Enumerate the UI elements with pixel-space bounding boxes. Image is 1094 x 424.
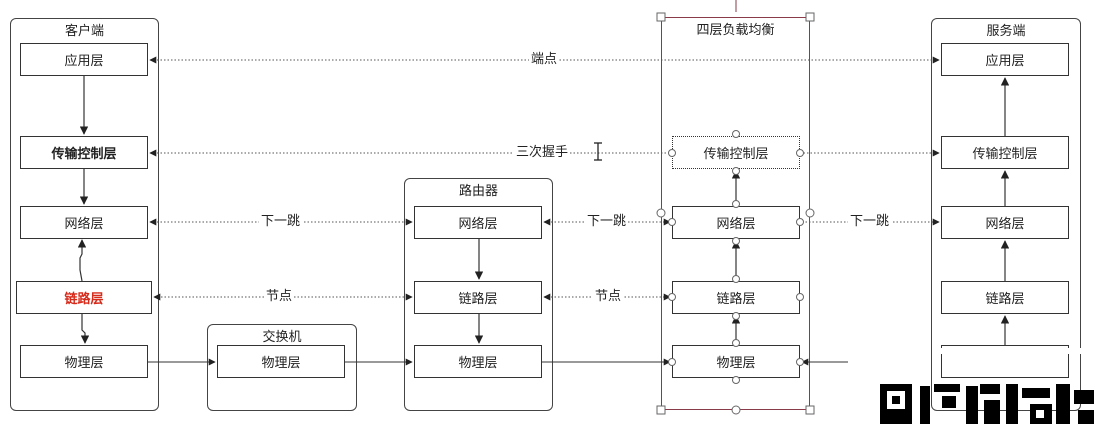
lb-title: 四层负载均衡 bbox=[696, 23, 775, 38]
server-transport-layer[interactable]: 传输控制层 bbox=[941, 136, 1069, 169]
canvas-clip bbox=[933, 348, 1081, 354]
client-transport-layer[interactable]: 传输控制层 bbox=[20, 136, 148, 169]
client-link-network bbox=[77, 239, 87, 282]
node-label-2: 节点 bbox=[593, 289, 624, 305]
connection-points bbox=[668, 130, 804, 384]
lb-link-layer[interactable]: 链路层 bbox=[672, 281, 800, 314]
client-title: 客户端 bbox=[64, 24, 104, 39]
handshake-label: 三次握手 bbox=[514, 145, 571, 161]
client-network-layer[interactable]: 网络层 bbox=[20, 206, 148, 239]
client-link-layer[interactable]: 链路层 bbox=[16, 281, 152, 314]
next-hop-label-3: 下一跳 bbox=[848, 214, 892, 230]
next-hop-label-1: 下一跳 bbox=[259, 214, 303, 230]
server-app-layer[interactable]: 应用层 bbox=[941, 43, 1069, 76]
router-physical-layer[interactable]: 物理层 bbox=[414, 345, 542, 378]
server-network-layer[interactable]: 网络层 bbox=[941, 206, 1069, 239]
client-physical-layer[interactable]: 物理层 bbox=[20, 345, 148, 378]
node-label-1: 节点 bbox=[264, 289, 295, 305]
router-title: 路由器 bbox=[458, 184, 498, 199]
qr-code-icon bbox=[880, 384, 1094, 424]
next-hop-label-2: 下一跳 bbox=[585, 214, 629, 230]
switch-title: 交换机 bbox=[262, 330, 302, 345]
server-title: 服务端 bbox=[986, 24, 1026, 39]
selection-handles bbox=[656, 12, 815, 415]
server-link-layer[interactable]: 链路层 bbox=[941, 281, 1069, 314]
lb-physical-layer[interactable]: 物理层 bbox=[672, 345, 800, 378]
client-link-physical bbox=[80, 314, 90, 344]
client-app-layer[interactable]: 应用层 bbox=[20, 43, 148, 76]
lb-network-layer[interactable]: 网络层 bbox=[672, 206, 800, 239]
text-cursor-icon bbox=[594, 142, 602, 161]
router-network-layer[interactable]: 网络层 bbox=[414, 206, 542, 239]
router-link-layer[interactable]: 链路层 bbox=[414, 281, 542, 314]
endpoint-label: 端点 bbox=[529, 52, 560, 68]
switch-physical-layer[interactable]: 物理层 bbox=[217, 345, 345, 378]
